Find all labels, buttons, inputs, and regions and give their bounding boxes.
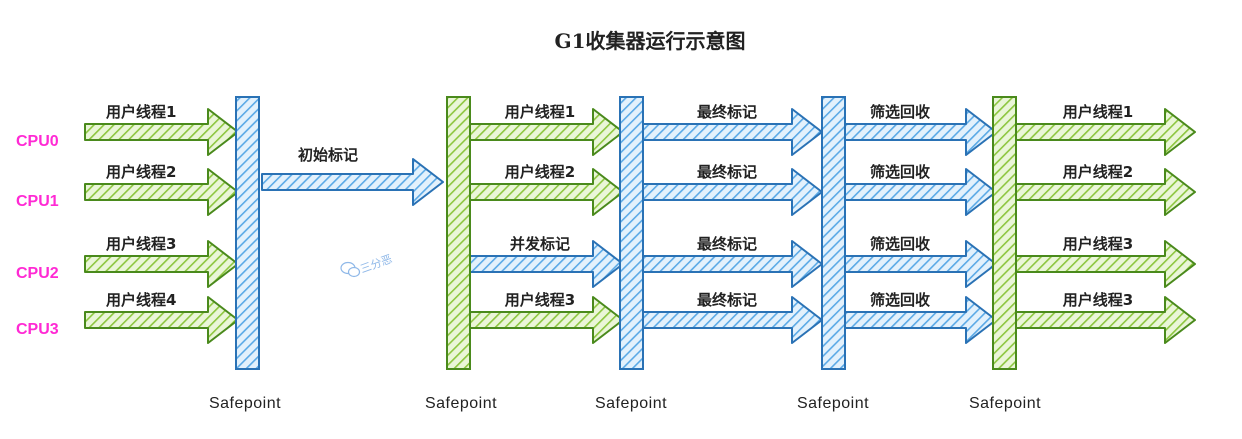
- arrow-label: 用户线程1: [505, 103, 575, 121]
- arrow-label: 最终标记: [697, 103, 757, 121]
- arrow-user-threads-after-3: [1015, 296, 1196, 344]
- wechat-icon: [340, 261, 361, 278]
- safepoint-bar-3: [821, 96, 846, 370]
- arrow-label: 用户线程1: [1063, 103, 1133, 121]
- arrow-concurrent-mark-2: [469, 240, 624, 288]
- arrow-label: 初始标记: [298, 146, 358, 164]
- arrow-user-threads-before-3: [84, 296, 239, 344]
- arrow-label: 最终标记: [697, 163, 757, 181]
- safepoint-labels: Safepoint Safepoint Safepoint Safepoint Safe…: [209, 395, 1041, 412]
- arrow-label: 并发标记: [510, 235, 570, 253]
- arrow-label: 用户线程1: [106, 103, 176, 121]
- arrow-final-mark-0: [641, 108, 823, 156]
- cpu-label-3: CPU3: [16, 321, 59, 338]
- arrow-label: 用户线程3: [505, 291, 575, 309]
- watermark: 三分恶: [340, 252, 394, 278]
- arrow-label: 用户线程2: [505, 163, 575, 181]
- arrow-final-mark-2: [641, 240, 823, 288]
- arrow-user-threads-after-1: [1015, 168, 1196, 216]
- arrow-cleanup-2: [842, 240, 997, 288]
- arrow-label: 筛选回收: [870, 291, 930, 309]
- safepoint-bar-4: [992, 96, 1017, 370]
- thread-arrows: 用户线程1用户线程2用户线程3用户线程4初始标记用户线程1用户线程2并发标记用户…: [84, 103, 1196, 344]
- stage-user-threads-before: 用户线程1 用户线程2 用户线程3 用户线程4: [84, 103, 239, 344]
- safepoint-bar-2: [619, 96, 644, 370]
- arrow-label: 用户线程2: [1063, 163, 1133, 181]
- arrow-cleanup-0: [842, 108, 997, 156]
- cpu-label-0: CPU0: [16, 133, 59, 150]
- cpu-label-1: CPU1: [16, 193, 59, 210]
- arrow-concurrent-mark-1: [469, 168, 624, 216]
- arrow-label: 筛选回收: [870, 103, 930, 121]
- arrow-initial-mark-0: [261, 158, 444, 206]
- arrow-label: 最终标记: [697, 235, 757, 253]
- arrow-label: 用户线程2: [106, 163, 176, 181]
- cpu-label-2: CPU2: [16, 265, 59, 282]
- arrow-user-threads-after-0: [1015, 108, 1196, 156]
- arrow-user-threads-before-1: [84, 168, 239, 216]
- arrow-label: 用户线程3: [1063, 235, 1133, 253]
- diagram-title: G1收集器运行示意图: [555, 29, 746, 53]
- watermark-text: 三分恶: [359, 252, 394, 276]
- safepoint-label-1: Safepoint: [425, 395, 497, 412]
- safepoint-label-3: Safepoint: [797, 395, 869, 412]
- stage-user-threads-after: 用户线程1 用户线程2 用户线程3 用户线程3: [1015, 103, 1196, 344]
- arrow-label: 筛选回收: [870, 163, 930, 181]
- arrow-final-mark-1: [641, 168, 823, 216]
- arrow-user-threads-before-2: [84, 240, 239, 288]
- safepoint-label-2: Safepoint: [595, 395, 667, 412]
- arrow-concurrent-mark-3: [469, 296, 624, 344]
- arrow-cleanup-3: [842, 296, 997, 344]
- arrow-label: 最终标记: [697, 291, 757, 309]
- arrow-concurrent-mark-0: [469, 108, 624, 156]
- arrow-label: 用户线程4: [106, 291, 176, 309]
- arrow-label: 用户线程3: [106, 235, 176, 253]
- arrow-cleanup-1: [842, 168, 997, 216]
- arrow-final-mark-3: [641, 296, 823, 344]
- arrow-label: 筛选回收: [870, 235, 930, 253]
- arrow-user-threads-before-0: [84, 108, 239, 156]
- safepoint-bars: [235, 96, 1017, 370]
- safepoint-label-0: Safepoint: [209, 395, 281, 412]
- safepoint-label-4: Safepoint: [969, 395, 1041, 412]
- arrow-user-threads-after-2: [1015, 240, 1196, 288]
- stage-initial-mark: 初始标记: [261, 146, 444, 206]
- safepoint-bar-1: [446, 96, 471, 370]
- safepoint-bar-0: [235, 96, 260, 370]
- arrow-label: 用户线程3: [1063, 291, 1133, 309]
